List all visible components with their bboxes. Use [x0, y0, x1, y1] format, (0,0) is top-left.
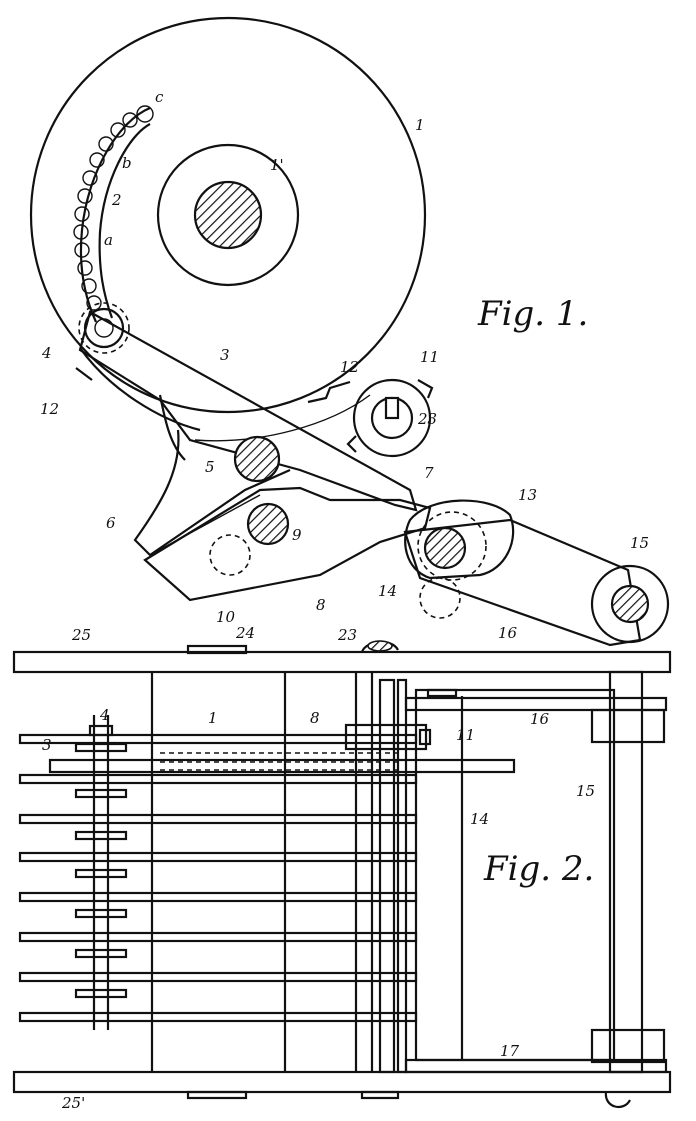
label-b: b	[122, 154, 132, 172]
shaft-15-outer	[590, 564, 670, 644]
bracket-6	[133, 429, 291, 557]
label-16-fig2: 16	[530, 710, 550, 728]
disc-1	[29, 16, 427, 414]
lever-8	[143, 486, 432, 602]
label-9: 9	[292, 526, 302, 544]
pin-9	[246, 502, 290, 546]
label-23-fig2: 23	[337, 626, 357, 644]
label-7: 7	[424, 464, 434, 482]
label-12a: 12	[40, 400, 59, 418]
label-5: 5	[205, 458, 215, 476]
label-24: 24	[235, 624, 255, 642]
label-12b: 12	[340, 358, 359, 376]
roller-13	[423, 526, 467, 570]
arm-3	[78, 310, 418, 512]
bar-16	[404, 696, 668, 712]
label-11-fig2: 11	[456, 726, 475, 744]
label-25-prime: 25'	[61, 1094, 85, 1112]
dashed-14	[419, 577, 461, 619]
label-11: 11	[420, 348, 439, 366]
label-8: 8	[316, 596, 326, 614]
label-15: 15	[630, 534, 649, 552]
figure-2: 25 24 23 4 1 8 3 11 16 15 14 17 25' Fig.…	[12, 624, 672, 1112]
figure-1-title: Fig. 1.	[477, 294, 588, 334]
label-1-prime: 1'	[270, 156, 284, 174]
hub-ring	[156, 143, 300, 287]
cam-23	[352, 378, 432, 458]
label-15-fig2: 15	[576, 782, 595, 800]
figure-2-title: Fig. 2.	[483, 849, 594, 889]
shaft-15	[610, 584, 650, 624]
ball-chain-2	[73, 105, 154, 323]
label-4: 4	[41, 344, 52, 362]
plate-25-prime	[12, 1070, 672, 1094]
label-17: 17	[500, 1042, 520, 1060]
shaft-1-prime	[193, 180, 263, 250]
label-16: 16	[498, 624, 518, 642]
shaft-15-vertical	[608, 670, 644, 1074]
bar-17	[404, 1058, 668, 1074]
label-13: 13	[518, 486, 537, 504]
label-4-fig2: 4	[99, 706, 110, 724]
label-3: 3	[220, 346, 230, 364]
roller-13-housing	[404, 499, 515, 580]
segment-12	[75, 347, 201, 432]
label-1-fig2: 1	[208, 709, 218, 727]
hub-column	[74, 715, 128, 1030]
label-c: c	[155, 88, 164, 106]
label-2: 2	[111, 191, 122, 209]
label-6: 6	[106, 514, 116, 532]
label-14: 14	[378, 582, 397, 600]
label-3-fig2: 3	[42, 736, 52, 754]
lever-8-side	[48, 758, 516, 774]
dashed-10	[209, 534, 251, 576]
disc-stack	[18, 733, 418, 1023]
figure-1: 1 1' c b 2 a 4 12 12 3 11 23 5 6 7 9 13 …	[29, 16, 670, 647]
pin-5	[233, 435, 281, 483]
label-14-fig2: 14	[470, 810, 489, 828]
label-a: a	[104, 231, 113, 249]
label-1: 1	[415, 116, 425, 134]
label-8-fig2: 8	[310, 709, 320, 727]
label-10: 10	[216, 608, 236, 626]
plate-25	[12, 650, 672, 674]
label-23: 23	[417, 410, 437, 428]
label-25: 25	[71, 626, 91, 644]
